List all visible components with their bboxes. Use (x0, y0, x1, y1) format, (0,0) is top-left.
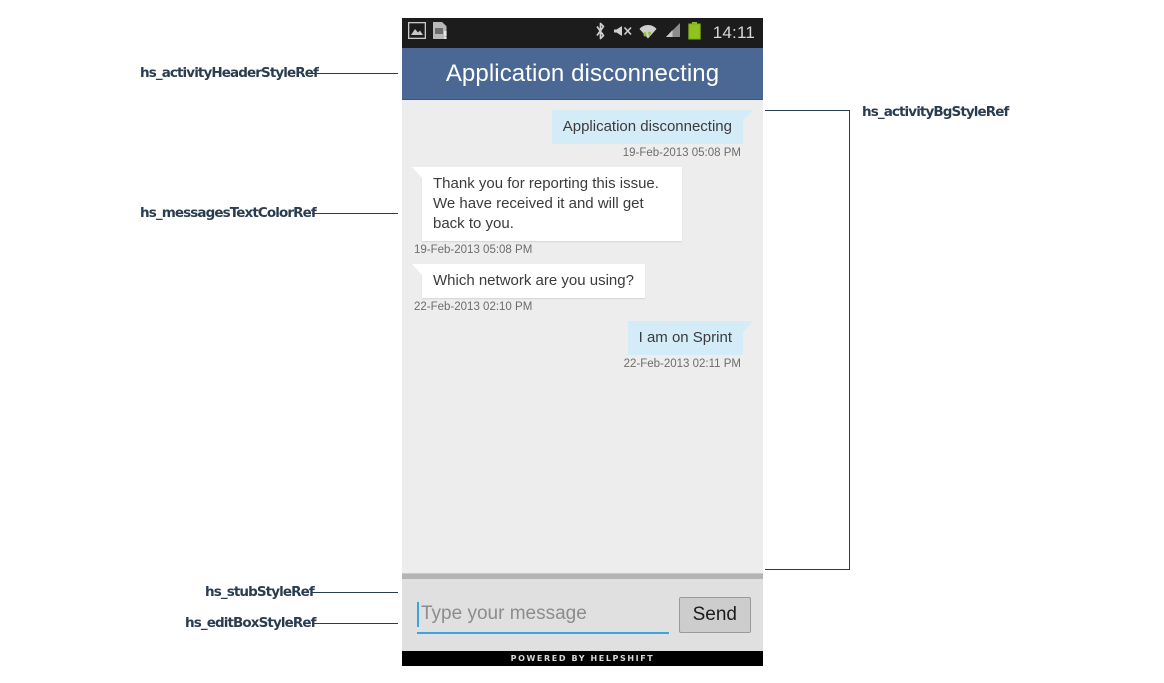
message-bubble-outgoing: Application disconnecting (551, 110, 754, 144)
annotation-leader-activity-header (312, 73, 398, 74)
annotation-leader-messages-text-color (312, 213, 398, 214)
page-title: Application disconnecting (445, 59, 720, 87)
annotation-label-messages-text-color: hs_messagesTextColorRef (140, 205, 317, 221)
message-bubble-outgoing: I am on Sprint (627, 321, 754, 355)
annotation-label-edit-box: hs_editBoxStyleRef (185, 615, 316, 631)
image-icon (407, 21, 427, 44)
message-item: Which network are you using? 22-Feb-2013… (412, 264, 753, 313)
sim-card-alert-icon (431, 22, 449, 44)
message-item: Thank you for reporting this issue. We h… (412, 167, 753, 256)
powered-by-footer: POWERED BY HELPSHIFT (402, 651, 763, 666)
message-input-placeholder: Type your message (421, 603, 587, 624)
message-timestamp: 22-Feb-2013 02:11 PM (623, 358, 741, 370)
powered-by-label: POWERED BY HELPSHIFT (510, 654, 655, 663)
stub-divider (402, 573, 763, 579)
annotation-bracket-activity-bg (765, 110, 850, 570)
battery-full-icon (688, 21, 701, 45)
message-timestamp: 19-Feb-2013 05:08 PM (622, 147, 741, 159)
message-bubble-incoming: Which network are you using? (412, 264, 645, 298)
annotation-label-stub: hs_stubStyleRef (205, 584, 315, 600)
conversation-list[interactable]: Application disconnecting 19-Feb-2013 05… (402, 100, 763, 573)
status-bar-right-icons: 14:11 (595, 21, 755, 45)
message-item: Application disconnecting 19-Feb-2013 05… (412, 110, 754, 159)
message-bubble-incoming: Thank you for reporting this issue. We h… (412, 167, 682, 241)
annotation-leader-stub (312, 592, 398, 593)
edit-box-container: Type your message Send (402, 579, 763, 651)
annotation-label-activity-header: hs_activityHeaderStyleRef (140, 65, 319, 81)
vibrate-off-icon (613, 22, 632, 45)
message-timestamp: 22-Feb-2013 02:10 PM (414, 301, 533, 313)
status-bar-clock: 14:11 (712, 23, 755, 42)
activity-header: Application disconnecting (402, 48, 763, 100)
annotation-leader-edit-box (312, 623, 398, 624)
phone-screen: 14:11 Application disconnecting Applicat… (402, 18, 763, 666)
text-caret (417, 601, 419, 627)
bluetooth-icon (595, 22, 606, 45)
message-input[interactable]: Type your message (417, 596, 669, 634)
message-timestamp: 19-Feb-2013 05:08 PM (414, 244, 533, 256)
wifi-data-icon (639, 22, 657, 45)
status-bar: 14:11 (402, 18, 763, 48)
signal-bars-icon (664, 22, 681, 44)
message-item: I am on Sprint 22-Feb-2013 02:11 PM (412, 321, 754, 370)
annotation-label-activity-bg: hs_activityBgStyleRef (862, 104, 1009, 120)
status-bar-left-icons (407, 21, 449, 44)
send-button[interactable]: Send (678, 597, 751, 633)
